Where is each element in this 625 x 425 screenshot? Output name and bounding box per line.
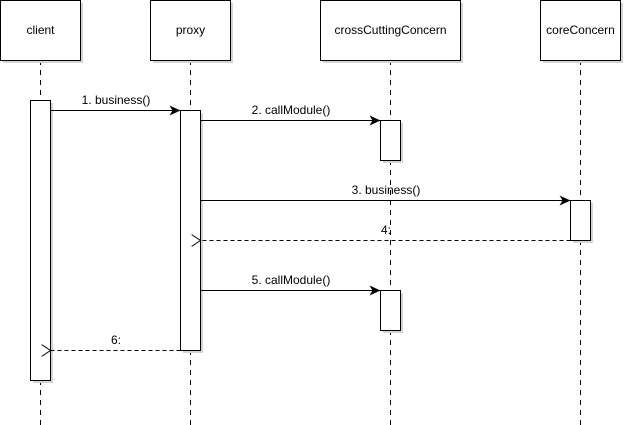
message-label: 6: (111, 333, 121, 347)
message-5[interactable]: 5. callModule() (200, 273, 381, 296)
activation-client[interactable] (30, 100, 54, 384)
message-6-return[interactable]: 6: (51, 333, 181, 351)
participant-client[interactable]: client (0, 0, 84, 64)
message-label: 5. callModule() (252, 273, 331, 287)
participant-coreConcern[interactable]: coreConcern (540, 0, 624, 64)
activation-crossCuttingConcern-2[interactable] (380, 290, 404, 334)
message-label: 4: (381, 223, 391, 237)
participant-crossCuttingConcern[interactable]: crossCuttingConcern (320, 0, 464, 64)
participant-label: proxy (176, 23, 205, 37)
message-label: 1. business() (82, 93, 151, 107)
activation-coreConcern[interactable] (570, 200, 594, 244)
participant-label: coreConcern (546, 23, 615, 37)
message-4-return[interactable]: 4: (201, 223, 571, 241)
message-1[interactable]: 1. business() (50, 93, 181, 116)
participant-label: client (26, 23, 55, 37)
activation-proxy[interactable] (180, 110, 204, 354)
message-label: 2. callModule() (252, 103, 331, 117)
activation-crossCuttingConcern-1[interactable] (380, 120, 404, 164)
participant-proxy[interactable]: proxy (150, 0, 234, 64)
message-2[interactable]: 2. callModule() (200, 103, 381, 126)
message-label: 3. business() (352, 183, 421, 197)
participant-label: crossCuttingConcern (334, 23, 446, 37)
message-3[interactable]: 3. business() (200, 183, 571, 206)
